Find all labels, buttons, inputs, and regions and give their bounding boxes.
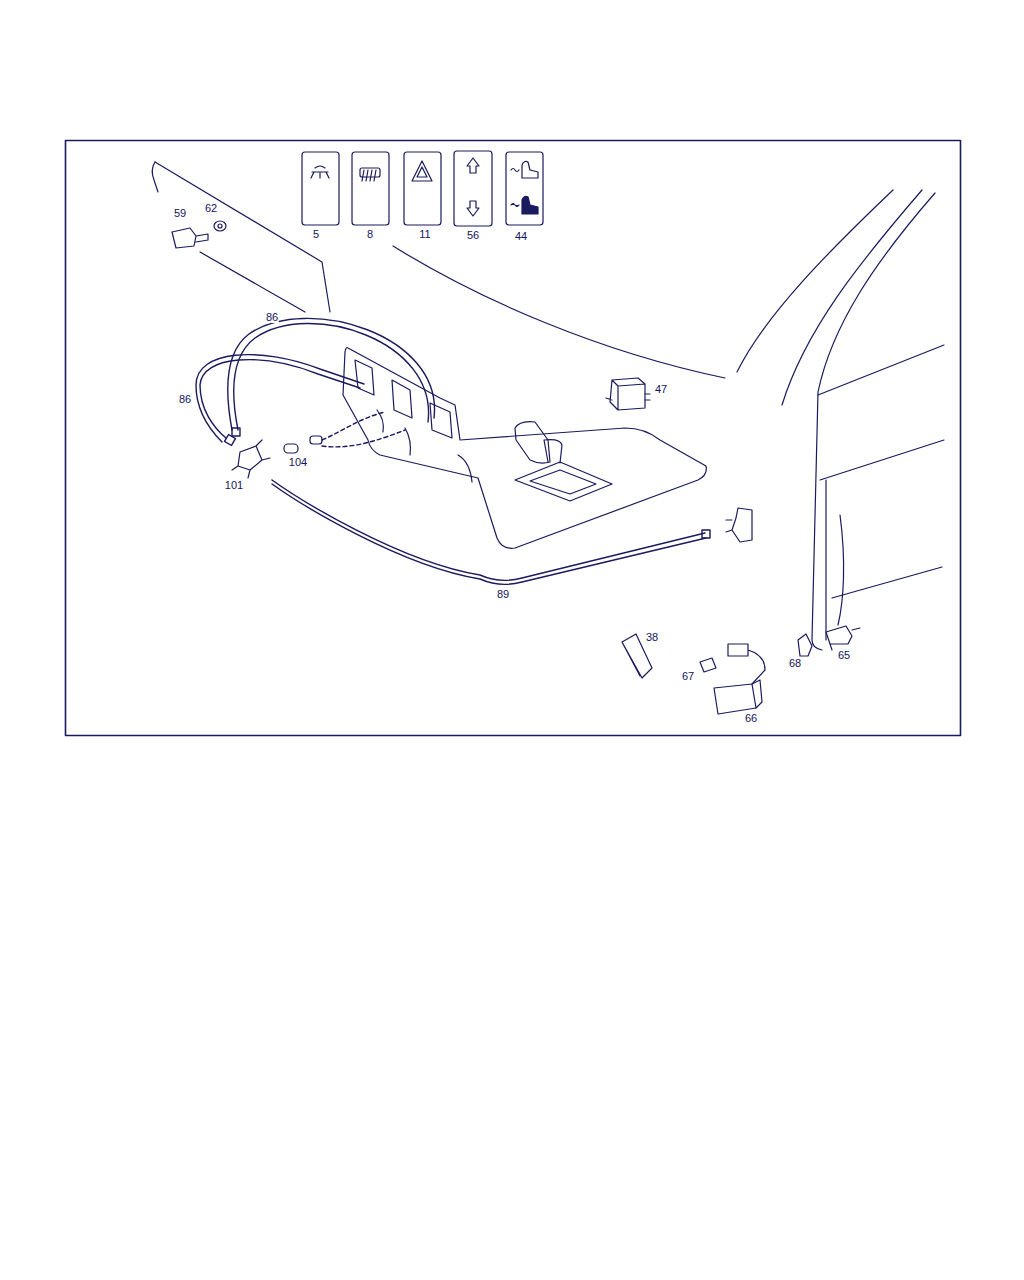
parts	[284, 444, 298, 453]
vehicle-outline	[818, 345, 944, 395]
cables	[702, 530, 710, 538]
vehicle-outline	[200, 252, 305, 312]
callout-number: 47	[654, 383, 668, 395]
parts	[728, 644, 765, 684]
callout-number: 59	[173, 207, 187, 219]
parts	[645, 394, 650, 400]
center-console	[377, 410, 472, 482]
switch-caps	[511, 161, 538, 178]
vehicle-outline	[782, 190, 922, 405]
parts	[700, 658, 716, 672]
callout-number: 8	[366, 228, 374, 240]
cables	[196, 355, 364, 442]
switch-caps	[511, 196, 538, 214]
parts	[172, 221, 860, 714]
callout-number: 65	[837, 649, 851, 661]
vehicle-outline	[152, 162, 158, 192]
callout-number: 89	[496, 588, 510, 600]
callout-number: 62	[204, 202, 218, 214]
callout-number: 38	[645, 631, 659, 643]
frame	[66, 141, 961, 736]
callout-number: 5	[312, 228, 320, 240]
parts	[798, 634, 812, 656]
parts	[232, 440, 270, 478]
cables	[234, 324, 429, 430]
switch-caps	[467, 158, 479, 216]
callout-number: 68	[788, 657, 802, 669]
vehicle-outline	[155, 162, 330, 312]
callout-number: 44	[514, 230, 528, 242]
vehicle-outline	[737, 190, 893, 372]
center-console	[355, 360, 374, 395]
cables	[200, 360, 360, 438]
switch-caps	[362, 170, 376, 181]
switch-caps	[506, 152, 543, 225]
center-console	[430, 403, 452, 438]
center-console	[515, 462, 612, 501]
cables	[232, 428, 240, 436]
callout-number: 86	[265, 311, 279, 323]
callout-number: 86	[178, 393, 192, 405]
cables	[228, 318, 435, 430]
parts	[172, 228, 208, 248]
center-console	[392, 380, 412, 418]
vehicle-outline	[393, 246, 725, 378]
callout-number: 56	[466, 229, 480, 241]
callout-number: 11	[418, 228, 431, 240]
vehicle-outline	[152, 162, 944, 650]
switch-caps	[302, 151, 543, 226]
cables	[322, 412, 405, 447]
vehicle-outline	[832, 567, 942, 598]
vehicle-outline	[825, 480, 826, 640]
parts	[714, 680, 762, 714]
parts	[214, 221, 226, 231]
parts	[310, 436, 322, 444]
switch-caps	[412, 161, 432, 181]
center-console	[515, 422, 550, 464]
cables	[272, 480, 705, 580]
vehicle-outline	[820, 440, 944, 480]
callout-number: 67	[681, 670, 695, 682]
parts	[726, 508, 752, 542]
vehicle-outline	[812, 193, 935, 650]
vehicle-outline	[838, 515, 844, 625]
switch-caps	[454, 151, 492, 226]
callout-number: 66	[744, 712, 758, 724]
center-console	[343, 348, 706, 549]
cables	[196, 318, 710, 584]
cables	[272, 484, 706, 584]
switch-caps	[302, 152, 339, 225]
center-console	[343, 348, 706, 549]
center-console	[544, 440, 562, 463]
switch-caps	[352, 152, 389, 225]
callout-number: 104	[288, 456, 308, 468]
parts	[606, 378, 645, 410]
switch-caps	[311, 166, 329, 178]
callout-number: 101	[224, 479, 244, 491]
switch-caps	[404, 152, 441, 225]
parts	[826, 626, 860, 650]
parts	[218, 224, 222, 228]
